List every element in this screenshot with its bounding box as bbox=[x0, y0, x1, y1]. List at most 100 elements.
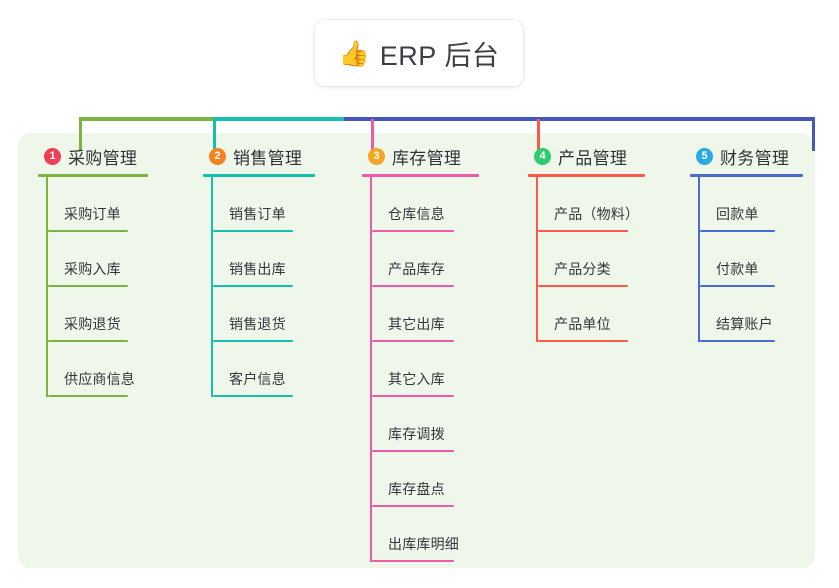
menu-item-label: 采购订单 bbox=[64, 206, 121, 222]
column-badge-5: 5 bbox=[696, 147, 713, 165]
column-header-2[interactable]: 2 销售管理 bbox=[203, 144, 315, 168]
menu-item-label: 付款单 bbox=[716, 261, 759, 277]
menu-item-label: 销售订单 bbox=[229, 206, 286, 222]
menu-item-underline bbox=[213, 395, 293, 397]
menu-item-label: 产品（物料） bbox=[554, 206, 640, 222]
connector-drop-4 bbox=[537, 119, 540, 151]
menu-item-label: 客户信息 bbox=[229, 371, 286, 387]
column-badge-4: 4 bbox=[534, 147, 551, 165]
menu-item-label: 采购退货 bbox=[64, 316, 121, 332]
menu-item[interactable]: 产品（物料） bbox=[536, 177, 645, 232]
menu-item-label: 其它出库 bbox=[388, 316, 445, 332]
connector-drop-1 bbox=[79, 119, 82, 151]
column-title-label: 采购管理 bbox=[68, 148, 138, 168]
column-underline-1 bbox=[38, 174, 148, 177]
bus-segment-5 bbox=[677, 117, 815, 121]
menu-item-underline bbox=[48, 340, 128, 342]
menu-item[interactable]: 供应商信息 bbox=[46, 342, 148, 397]
column-title-label: 产品管理 bbox=[558, 148, 628, 168]
column-spine-5 bbox=[698, 177, 700, 342]
connector-drop-5 bbox=[812, 119, 815, 151]
menu-item[interactable]: 产品单位 bbox=[536, 287, 645, 342]
column-header-1[interactable]: 1 采购管理 bbox=[38, 144, 148, 168]
menu-item-label: 仓库信息 bbox=[388, 206, 445, 222]
menu-item-label: 库存盘点 bbox=[388, 481, 445, 497]
column-采购管理: 1 采购管理采购订单采购入库采购退货供应商信息 bbox=[38, 144, 148, 397]
column-items-3: 仓库信息产品库存其它出库其它入库库存调拨库存盘点出库库明细 bbox=[362, 177, 479, 562]
menu-item[interactable]: 结算账户 bbox=[698, 287, 803, 342]
root-title-card[interactable]: 👍 ERP 后台 bbox=[315, 20, 523, 86]
column-spine-4 bbox=[536, 177, 538, 342]
menu-item-label: 采购入库 bbox=[64, 261, 121, 277]
menu-item-underline bbox=[372, 340, 454, 342]
bus-segment-3 bbox=[344, 117, 437, 121]
column-underline-2 bbox=[203, 174, 315, 177]
column-销售管理: 2 销售管理销售订单销售出库销售退货客户信息 bbox=[203, 144, 315, 397]
menu-item-underline bbox=[700, 285, 775, 287]
menu-item[interactable]: 库存调拨 bbox=[370, 397, 479, 452]
column-badge-1: 1 bbox=[44, 147, 61, 165]
menu-item-underline bbox=[372, 560, 454, 562]
menu-item-underline bbox=[700, 230, 775, 232]
menu-item[interactable]: 仓库信息 bbox=[370, 177, 479, 232]
menu-item-label: 回款单 bbox=[716, 206, 759, 222]
menu-item-underline bbox=[213, 230, 293, 232]
menu-item-underline bbox=[372, 505, 454, 507]
menu-item[interactable]: 客户信息 bbox=[211, 342, 315, 397]
menu-item[interactable]: 库存盘点 bbox=[370, 452, 479, 507]
menu-item-underline bbox=[372, 230, 454, 232]
bus-segment-4 bbox=[437, 117, 677, 121]
menu-item[interactable]: 销售订单 bbox=[211, 177, 315, 232]
menu-item-underline bbox=[538, 285, 628, 287]
menu-item-underline bbox=[538, 340, 628, 342]
column-spine-1 bbox=[46, 177, 48, 397]
menu-item-label: 产品单位 bbox=[554, 316, 611, 332]
menu-item-label: 供应商信息 bbox=[64, 371, 135, 387]
column-header-5[interactable]: 5 财务管理 bbox=[690, 144, 803, 168]
thumbs-up-icon: 👍 bbox=[338, 39, 370, 68]
menu-item-underline bbox=[48, 285, 128, 287]
menu-item[interactable]: 采购退货 bbox=[46, 287, 148, 342]
menu-item-label: 结算账户 bbox=[716, 316, 773, 332]
menu-item[interactable]: 采购入库 bbox=[46, 232, 148, 287]
column-财务管理: 5 财务管理回款单付款单结算账户 bbox=[690, 144, 803, 342]
menu-item[interactable]: 产品库存 bbox=[370, 232, 479, 287]
root-title-inner: 👍 ERP 后台 bbox=[339, 34, 500, 73]
menu-item-underline bbox=[48, 395, 128, 397]
column-badge-2: 2 bbox=[209, 147, 226, 165]
menu-item-label: 库存调拨 bbox=[388, 426, 445, 442]
menu-item[interactable]: 其它入库 bbox=[370, 342, 479, 397]
menu-item-label: 销售出库 bbox=[229, 261, 286, 277]
menu-item-label: 销售退货 bbox=[229, 316, 286, 332]
menu-item[interactable]: 回款单 bbox=[698, 177, 803, 232]
menu-item-underline bbox=[48, 230, 128, 232]
menu-item-underline bbox=[700, 340, 775, 342]
menu-item[interactable]: 产品分类 bbox=[536, 232, 645, 287]
root-title-text: ERP 后台 bbox=[379, 40, 500, 71]
column-产品管理: 4 产品管理产品（物料） 产品分类产品单位 bbox=[528, 144, 645, 342]
menu-item-underline bbox=[213, 285, 293, 287]
menu-item-label: 产品分类 bbox=[554, 261, 611, 277]
menu-item[interactable]: 其它出库 bbox=[370, 287, 479, 342]
column-title-label: 销售管理 bbox=[233, 148, 303, 168]
column-badge-3: 3 bbox=[368, 147, 385, 165]
menu-item-underline bbox=[372, 285, 454, 287]
column-header-4[interactable]: 4 产品管理 bbox=[528, 144, 645, 168]
column-title-label: 财务管理 bbox=[720, 148, 790, 168]
column-spine-2 bbox=[211, 177, 213, 397]
connector-drop-2 bbox=[213, 119, 216, 151]
connector-drop-3 bbox=[371, 119, 374, 151]
menu-item-underline bbox=[538, 230, 628, 232]
menu-item[interactable]: 销售出库 bbox=[211, 232, 315, 287]
column-items-4: 产品（物料） 产品分类产品单位 bbox=[528, 177, 645, 342]
column-spine-3 bbox=[370, 177, 372, 562]
column-underline-3 bbox=[362, 174, 479, 177]
menu-item[interactable]: 付款单 bbox=[698, 232, 803, 287]
menu-item[interactable]: 采购订单 bbox=[46, 177, 148, 232]
column-items-1: 采购订单采购入库采购退货供应商信息 bbox=[38, 177, 148, 397]
menu-item[interactable]: 出库库明细 bbox=[370, 507, 479, 562]
menu-item[interactable]: 销售退货 bbox=[211, 287, 315, 342]
menu-item-underline bbox=[372, 450, 454, 452]
